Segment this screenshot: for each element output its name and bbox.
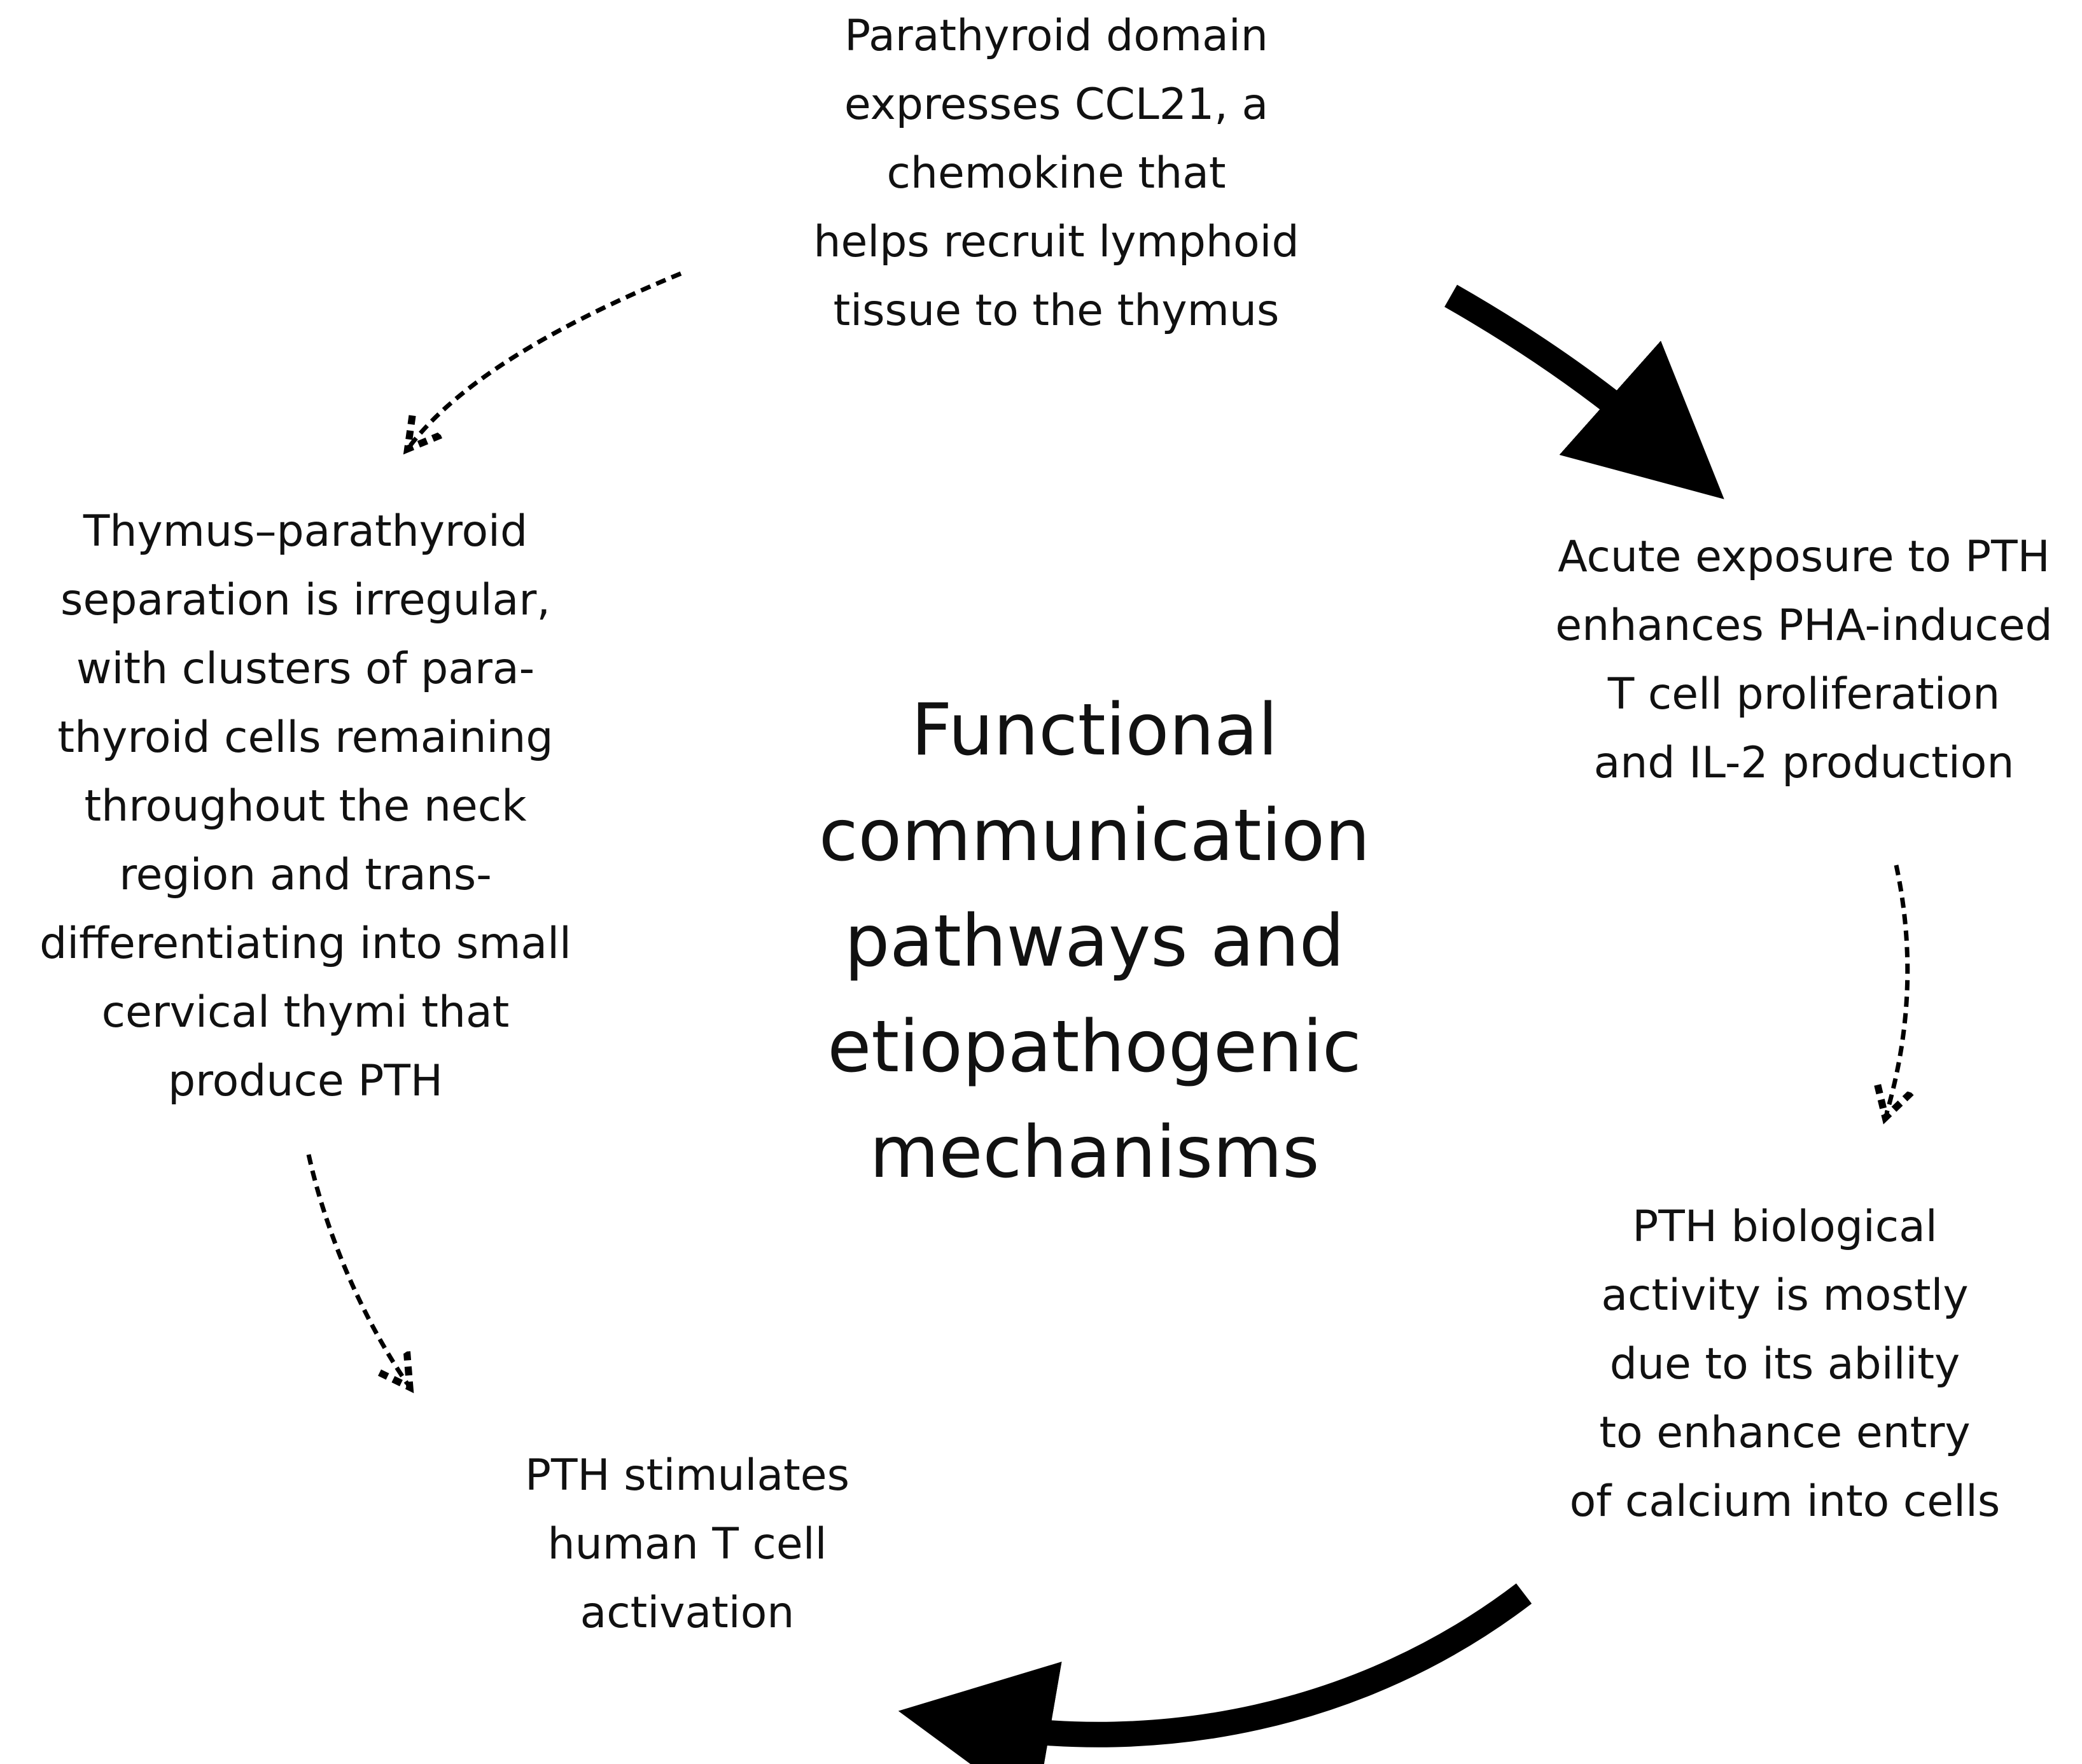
node-left-line: throughout the neck (84, 781, 527, 831)
node-bottom-left-line: PTH stimulates (524, 1450, 850, 1501)
node-left-line: with clusters of para- (76, 644, 535, 694)
arrow-right-upper-to-right-lower (1887, 865, 1908, 1113)
node-left-line: Thymus–parathyroid (83, 506, 528, 557)
arrow-top-to-left (410, 271, 682, 445)
node-left-line: separation is irregular, (60, 575, 550, 625)
title-line-5: mechanisms (869, 1111, 1320, 1194)
node-top-line: Parathyroid domain (844, 11, 1268, 61)
node-bottom-left: PTH stimulates human T cell activation (496, 1441, 878, 1648)
title-line-2: communication (818, 795, 1371, 877)
title-line-1: Functional (911, 689, 1278, 772)
title-line-4: etiopathogenic (827, 1006, 1362, 1088)
node-left: Thymus–parathyroid separation is irregul… (0, 497, 611, 1116)
node-right-lower: PTH biological activity is mostly due to… (1514, 1193, 2055, 1536)
node-top-line: tissue to the thymus (833, 286, 1280, 336)
node-left-line: thyroid cells remaining (57, 712, 554, 763)
node-left-line: cervical thymi that (101, 987, 510, 1038)
node-top-line: expresses CCL21, a (844, 80, 1269, 130)
node-left-line: produce PTH (167, 1056, 443, 1106)
node-right-lower-line: PTH biological (1632, 1202, 1938, 1252)
node-right-upper-line: T cell proliferation (1607, 669, 2001, 719)
arrow-top-to-right (1444, 284, 1724, 499)
node-right-lower-line: to enhance entry (1599, 1408, 1971, 1458)
node-right-lower-line: of calcium into cells (1569, 1476, 2001, 1527)
node-right-upper: Acute exposure to PTH enhances PHA-induc… (1502, 523, 2082, 798)
arrow-left-to-bottom (306, 1154, 407, 1384)
node-top-line: helps recruit lymphoid (813, 217, 1299, 267)
node-bottom-left-line: activation (580, 1588, 795, 1638)
node-right-lower-line: activity is mostly (1601, 1270, 1969, 1321)
title-line-3: pathways and (844, 900, 1345, 983)
node-right-upper-line: Acute exposure to PTH (1558, 532, 2050, 582)
node-top: Parathyroid domain expresses CCL21, a ch… (738, 2, 1374, 345)
node-left-line: region and trans- (119, 850, 492, 900)
node-right-lower-line: due to its ability (1609, 1339, 1960, 1389)
node-right-upper-line: and IL-2 production (1593, 738, 2015, 788)
arrow-right-lower-to-bottom (898, 1583, 1532, 1764)
node-left-line: differentiating into small (39, 919, 571, 969)
node-top-line: chemokine that (886, 148, 1226, 198)
node-right-upper-line: enhances PHA-induced (1555, 601, 2053, 651)
diagram-title: Functional communication pathways and et… (738, 677, 1451, 1205)
node-bottom-left-line: human T cell (547, 1519, 827, 1569)
